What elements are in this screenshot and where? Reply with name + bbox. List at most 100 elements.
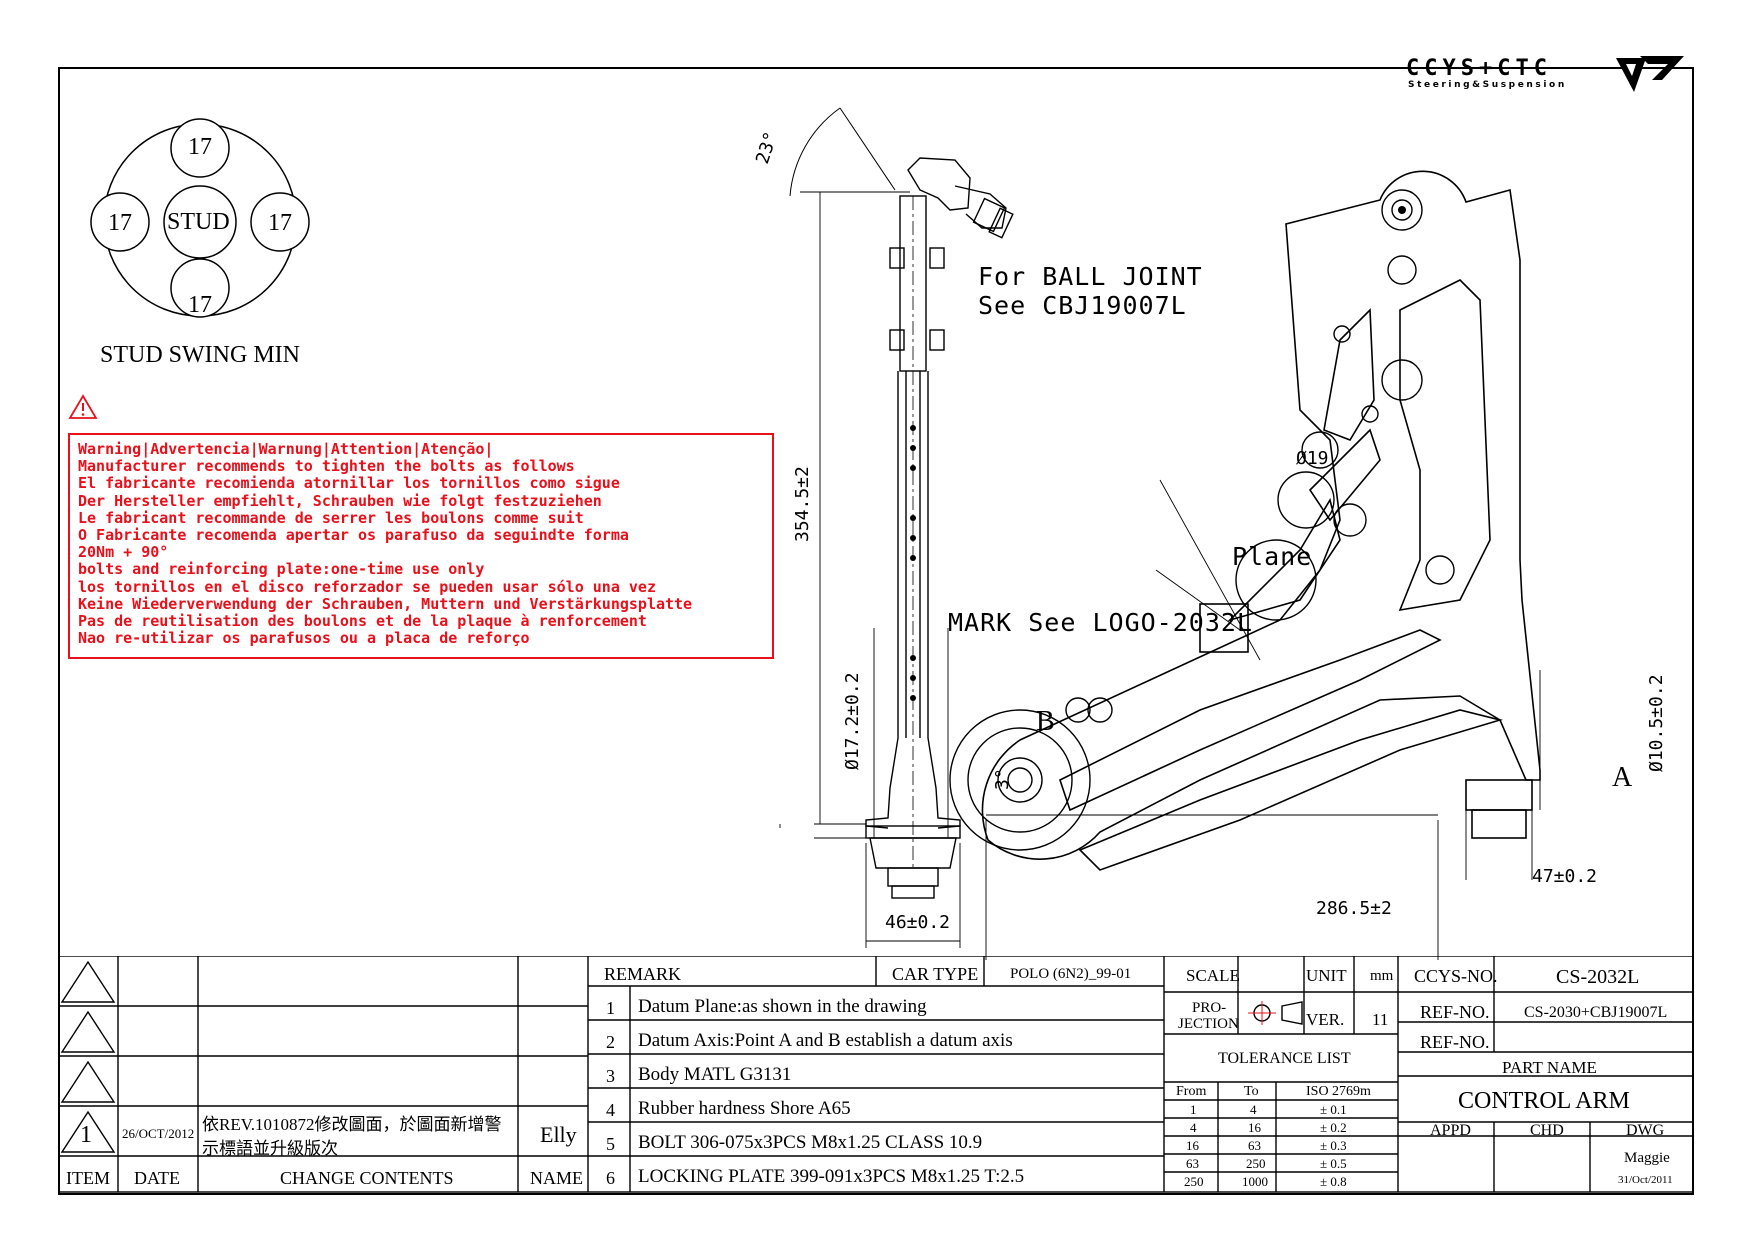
- label-mark: MARK See LOGO-2032L: [948, 608, 1253, 637]
- tolerance-from: 1: [1190, 1102, 1197, 1117]
- warning-line: Pas de reutilisation des boulons et de l…: [78, 612, 647, 631]
- remark-text: LOCKING PLATE 399-091x3PCS M8x1.25 T:2.5: [638, 1166, 1025, 1187]
- warning-box: Warning|Advertencia|Warnung|Attention|At…: [68, 433, 774, 659]
- ccys-no-value: CS-2032L: [1556, 966, 1640, 988]
- tolerance-to: 4: [1250, 1102, 1257, 1117]
- warning-line: El fabricante recomienda atornillar los …: [78, 474, 620, 493]
- tolerance-from: 250: [1184, 1174, 1204, 1189]
- tolerance-to: 63: [1248, 1138, 1261, 1153]
- revision-contents-1: 依REV.1010872修改圖面，於圖面新增警: [202, 1115, 502, 1134]
- dim-diameter-bush: Ø17.2±0.2: [842, 672, 863, 770]
- label-ball-joint-1: For BALL JOINT: [978, 262, 1203, 291]
- drawing-sheet-border: [58, 67, 1694, 1195]
- remark-no: 5: [606, 1134, 615, 1154]
- dim-diameter-hole: Ø19: [1296, 448, 1329, 469]
- warning-line: O Fabricante recomenda apertar os parafu…: [78, 526, 629, 545]
- car-type-value: POLO (6N2)_99-01: [1010, 966, 1132, 982]
- warning-line: los tornillos en el disco reforzador se …: [78, 577, 656, 596]
- ver-label: VER.: [1306, 1010, 1345, 1029]
- brand-tagline: Steering&Suspension: [1408, 80, 1567, 90]
- label-point-a: A: [1612, 762, 1633, 793]
- dim-angle-b: 3°: [992, 768, 1013, 790]
- tolerance-from: 63: [1186, 1156, 1199, 1171]
- appd-label: APPD: [1430, 1122, 1471, 1139]
- warning-line: Warning|Advertencia|Warnung|Attention|At…: [78, 440, 494, 458]
- revision-name: Elly: [540, 1122, 577, 1147]
- tolerance-header-from: From: [1176, 1084, 1207, 1099]
- remark-no: 3: [606, 1066, 615, 1086]
- warning-line: 20Nm + 90°: [78, 543, 169, 562]
- remark-no: 4: [606, 1100, 615, 1120]
- tolerance-from: 16: [1186, 1138, 1199, 1153]
- stud-swing-center: STUD: [167, 209, 230, 235]
- ref-no-label-2: REF-NO.: [1420, 1032, 1490, 1052]
- side-view-drawing: [779, 107, 1014, 948]
- revision-date: 26/OCT/2012: [122, 1126, 195, 1141]
- dim-width-a: 47±0.2: [1532, 866, 1598, 887]
- remark-text: Body MATL G3131: [638, 1064, 792, 1085]
- remark-text: Rubber hardness Shore A65: [638, 1098, 851, 1119]
- remark-no: 2: [606, 1032, 615, 1052]
- tolerance-header-iso: ISO 2769m: [1306, 1084, 1371, 1099]
- warning-line: Nao re-utilizar os parafusos ou a placa …: [78, 629, 530, 648]
- remark-text: Datum Plane:as shown in the drawing: [638, 996, 927, 1017]
- warning-line: Keine Wiederverwendung der Schrauben, Mu…: [78, 594, 693, 613]
- stud-swing-top: 17: [188, 134, 212, 160]
- stud-swing-diagram: [90, 118, 310, 318]
- warning-icon: [68, 394, 98, 419]
- tolerance-to: 1000: [1242, 1174, 1268, 1189]
- tolerance-value: ± 0.2: [1320, 1120, 1347, 1135]
- brand-mark-icon: [1616, 56, 1684, 92]
- warning-line: Le fabricant recommande de serrer les bo…: [78, 508, 584, 527]
- tolerance-to: 16: [1248, 1120, 1261, 1135]
- projection-label-2: JECTION: [1178, 1016, 1239, 1032]
- ccys-no-label: CCYS-NO.: [1414, 966, 1498, 986]
- part-name-label: PART NAME: [1502, 1058, 1597, 1077]
- chd-label: CHD: [1530, 1122, 1564, 1139]
- dim-span: 286.5±2: [1316, 898, 1392, 919]
- car-type-label: CAR TYPE: [892, 964, 979, 984]
- scale-label: SCALE: [1186, 966, 1240, 985]
- warning-line: bolts and reinforcing plate:one-time use…: [78, 560, 485, 579]
- remark-no: 6: [606, 1168, 615, 1188]
- label-point-b: B: [1036, 706, 1055, 737]
- ver-value: 11: [1372, 1010, 1389, 1029]
- brand-logo-text: CCYS+CTC: [1406, 56, 1552, 81]
- revision-contents-2: 示標語並升級版次: [202, 1139, 338, 1158]
- header-date: DATE: [134, 1168, 180, 1188]
- unit-value: mm: [1370, 968, 1394, 984]
- drawer-name: Maggie: [1624, 1150, 1670, 1166]
- stud-swing-bottom: 17: [188, 292, 212, 318]
- header-item: ITEM: [66, 1168, 110, 1188]
- revision-item: 1: [80, 1122, 92, 1148]
- tolerance-value: ± 0.1: [1320, 1102, 1347, 1117]
- label-ball-joint-2: See CBJ19007L: [978, 291, 1187, 320]
- remark-text: Datum Axis:Point A and B establish a dat…: [638, 1030, 1013, 1051]
- header-name: NAME: [530, 1168, 583, 1188]
- header-change-contents: CHANGE CONTENTS: [280, 1168, 454, 1188]
- control-arm-drawing: [949, 170, 1541, 960]
- warning-line: Manufacturer recommends to tighten the b…: [78, 457, 575, 476]
- warning-line: Der Hersteller empfiehlt, Schrauben wie …: [78, 491, 602, 510]
- remark-text: BOLT 306-075x3PCS M8x1.25 CLASS 10.9: [638, 1132, 983, 1153]
- unit-label: UNIT: [1306, 966, 1347, 985]
- projection-label-1: PRO-: [1192, 1000, 1227, 1016]
- remark-header: REMARK: [604, 964, 682, 984]
- stud-swing-right: 17: [268, 210, 292, 236]
- tolerance-to: 250: [1246, 1156, 1266, 1171]
- dim-width-bush: 46±0.2: [885, 912, 951, 933]
- title-block-grid: [58, 956, 1694, 1193]
- dwg-label: DWG: [1626, 1122, 1665, 1139]
- tolerance-value: ± 0.5: [1320, 1156, 1347, 1171]
- stud-swing-caption: STUD SWING MIN: [100, 342, 300, 368]
- tolerance-value: ± 0.8: [1320, 1174, 1347, 1189]
- drawn-date: 31/Oct/2011: [1618, 1174, 1673, 1186]
- ref-no-value: CS-2030+CBJ19007L: [1524, 1004, 1668, 1021]
- stud-swing-left: 17: [108, 210, 132, 236]
- part-name-value: CONTROL ARM: [1458, 1088, 1630, 1114]
- dim-length: 354.5±2: [792, 466, 813, 542]
- label-plane: Plane: [1232, 542, 1313, 571]
- remark-no: 1: [606, 998, 615, 1018]
- ref-no-label: REF-NO.: [1420, 1002, 1490, 1022]
- tolerance-value: ± 0.3: [1320, 1138, 1347, 1153]
